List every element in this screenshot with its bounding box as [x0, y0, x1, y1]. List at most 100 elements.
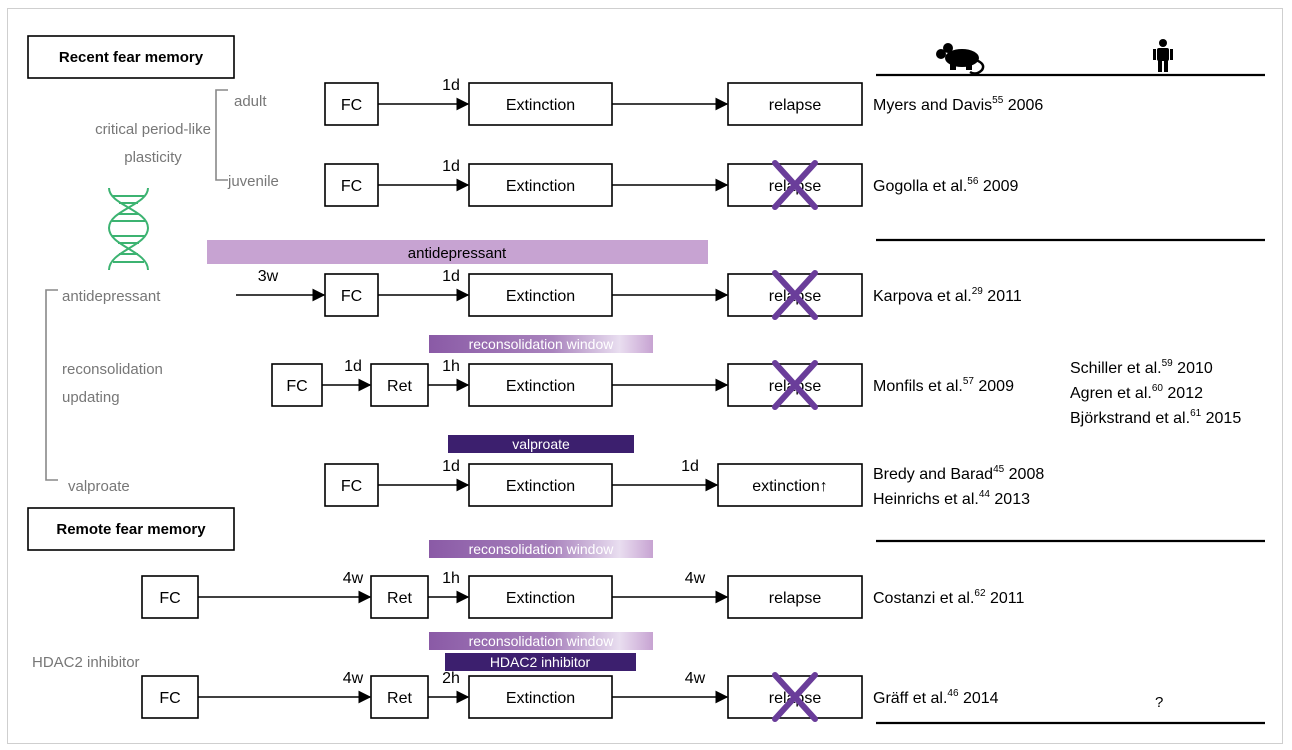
header-recent: Recent fear memory [27, 35, 235, 79]
label-critical-period: critical period-like [95, 121, 211, 138]
delay-label: 1d [442, 458, 460, 475]
fc-box [324, 463, 379, 507]
delay-label: 3w [258, 268, 279, 285]
extinction-box [468, 675, 613, 719]
bracket-age [215, 89, 228, 181]
delay-label: 4w [343, 670, 364, 687]
outcome-box [727, 82, 863, 126]
delay-label: 1d [442, 268, 460, 285]
retrieval-box [370, 363, 429, 407]
reference-citation: Costanzi et al.62 2011 [873, 588, 1024, 607]
extinction-box-label: Extinction [506, 288, 575, 305]
extinction-box [468, 82, 613, 126]
bar-reconsolidation-window: reconsolidation window [429, 335, 653, 353]
fc-box [271, 363, 323, 407]
fc-box-label: FC [159, 590, 180, 607]
human-ref: Schiller et al.59 2010 [1070, 358, 1213, 377]
delay-label: 1h [442, 358, 460, 375]
header-remote: Remote fear memory [27, 507, 235, 551]
unknown-marker: ? [1155, 694, 1163, 711]
extinction-box-label: Extinction [506, 178, 575, 195]
figure-frame [7, 8, 1283, 744]
outcome-box [717, 463, 863, 507]
label-valproate: valproate [68, 478, 130, 495]
protocol-row: FCRetExtinctionrelapse4w2h4wGräff et al.… [141, 670, 999, 722]
delay-label: 1d [442, 77, 460, 94]
reference-citation: Myers and Davis55 2006 [873, 95, 1043, 114]
fc-box-label: FC [341, 478, 362, 495]
extinction-box-label: Extinction [506, 690, 575, 707]
fc-box-label: FC [341, 97, 362, 114]
protocol-row: FCExtinctionrelapse1dGogolla et al.56 20… [324, 158, 1019, 210]
extinction-box-label: Extinction [506, 97, 575, 114]
reference-citation: Gräff et al.46 2014 [873, 688, 999, 707]
fc-box [324, 82, 379, 126]
human-icon [1153, 39, 1173, 72]
delay-label: 1d [681, 458, 699, 475]
svg-text:valproate: valproate [512, 436, 570, 452]
mouse-icon [936, 43, 985, 75]
reference-citation: Heinrichs et al.44 2013 [873, 489, 1030, 508]
bar-antidepressant: antidepressant [207, 240, 708, 264]
delay-label: 4w [685, 570, 706, 587]
protocol-row: FC Extinction extinction↑ 1d 1d Bredy and Bar… [324, 458, 1044, 508]
extinction-box-label: Extinction [506, 590, 575, 607]
outcome-box-label: relapse [769, 590, 822, 607]
fc-box [141, 575, 199, 619]
retrieval-box-label: Ret [387, 378, 412, 395]
cross-icon [772, 160, 818, 210]
header-remote-label: Remote fear memory [56, 521, 206, 538]
svg-text:antidepressant: antidepressant [408, 245, 507, 262]
reference-citation: Monfils et al.57 2009 [873, 376, 1014, 395]
delay-label: 1d [344, 358, 362, 375]
fc-box-label: FC [341, 288, 362, 305]
dna-icon [107, 187, 150, 271]
label-adult: adult [234, 93, 267, 110]
label-plasticity: plasticity [124, 149, 182, 166]
header-recent-box [27, 35, 235, 79]
label-updating: updating [62, 389, 120, 406]
reference-citation: Karpova et al.29 2011 [873, 286, 1022, 305]
extinction-box-label: Extinction [506, 478, 575, 495]
cross-icon [772, 360, 818, 410]
fc-box [324, 273, 379, 317]
retrieval-box-label: Ret [387, 590, 412, 607]
fc-box-label: FC [286, 378, 307, 395]
reference-citation: Bredy and Barad45 2008 [873, 464, 1044, 483]
svg-text:HDAC2 inhibitor: HDAC2 inhibitor [490, 654, 591, 670]
svg-text:reconsolidation window: reconsolidation window [469, 633, 615, 649]
human-ref: Björkstrand et al.61 2015 [1070, 408, 1241, 427]
bracket-treatments [45, 289, 58, 481]
label-hdac2: HDAC2 inhibitor [32, 654, 140, 671]
retrieval-box-label: Ret [387, 690, 412, 707]
fc-box-label: FC [159, 690, 180, 707]
bar-valproate: valproate [448, 435, 634, 453]
label-juvenile: juvenile [227, 173, 279, 190]
protocol-row: FCExtinctionrelapse1d3wKarpova et al.29 … [236, 268, 1022, 320]
label-reconsolidation: reconsolidation [62, 361, 163, 378]
delay-label: 4w [343, 570, 364, 587]
outcome-box-label: extinction↑ [752, 478, 828, 495]
protocol-row: FCRetExtinctionrelapse1d1hMonfils et al.… [271, 358, 1014, 410]
human-ref: Agren et al.60 2012 [1070, 383, 1203, 402]
cross-icon [772, 270, 818, 320]
delay-label: 1d [442, 158, 460, 175]
delay-label: 1h [442, 570, 460, 587]
header-recent-label: Recent fear memory [59, 49, 204, 66]
fc-box-label: FC [341, 178, 362, 195]
outcome-box-label: relapse [769, 97, 822, 114]
reference-citation: Gogolla et al.56 2009 [873, 176, 1019, 195]
retrieval-box [370, 675, 429, 719]
delay-label: 2h [442, 670, 460, 687]
extinction-box-label: Extinction [506, 378, 575, 395]
delay-label: 4w [685, 670, 706, 687]
cross-icon [772, 672, 818, 722]
extinction-box [468, 575, 613, 619]
header-remote-box [27, 507, 235, 551]
bar-reconsolidation-window: reconsolidation window [429, 540, 653, 558]
